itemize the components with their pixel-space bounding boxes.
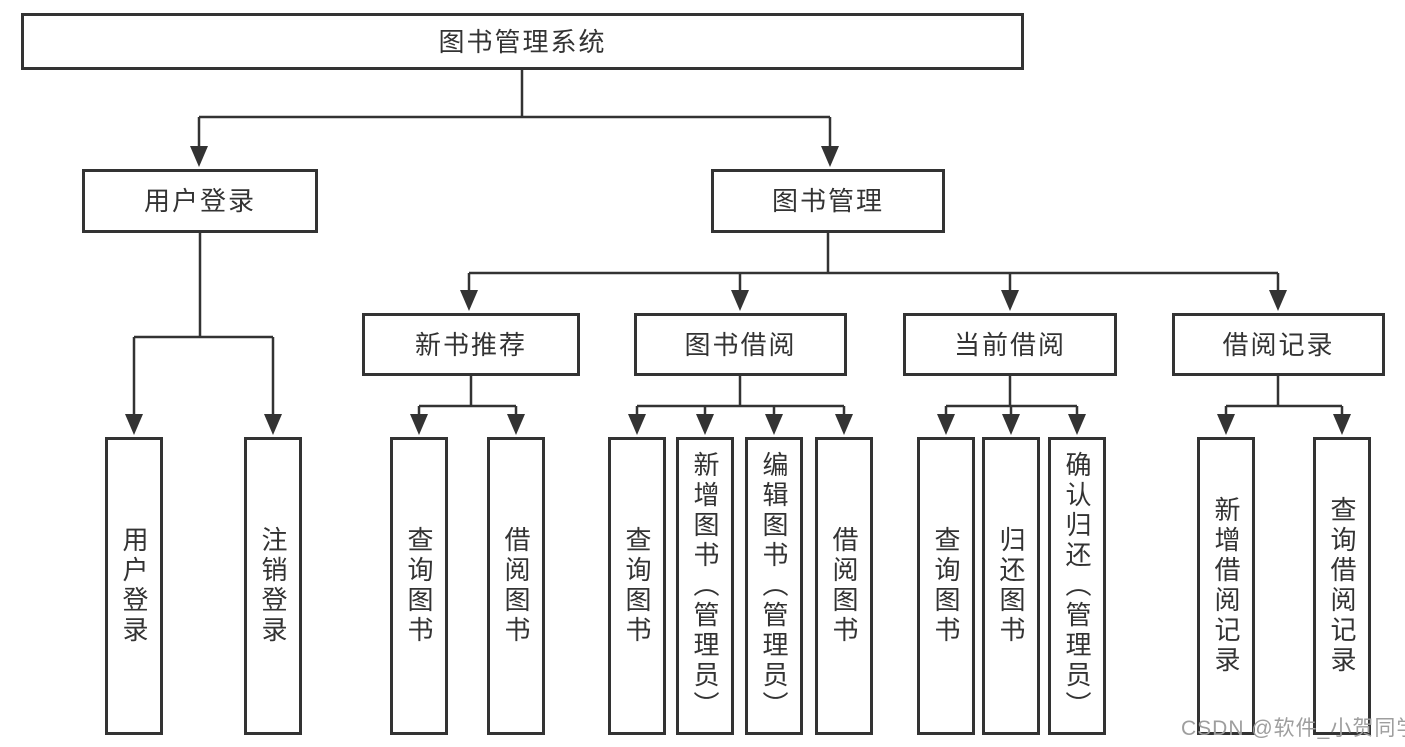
node-user-login: 用户登录 bbox=[82, 169, 318, 233]
leaf-add-books-admin-label: 新增图书（管理员） bbox=[690, 451, 720, 721]
leaf-user-login: 用户登录 bbox=[105, 437, 163, 735]
node-current-borrowing-label: 当前借阅 bbox=[953, 329, 1066, 360]
leaf-current-query-books-label: 查询图书 bbox=[931, 526, 961, 646]
node-new-book-recommend-label: 新书推荐 bbox=[414, 329, 527, 360]
leaf-confirm-return-admin: 确认归还（管理员） bbox=[1048, 437, 1106, 735]
leaf-recommend-borrow-books-label: 借阅图书 bbox=[501, 526, 531, 646]
leaf-borrow-books-label: 借阅图书 bbox=[829, 526, 859, 646]
node-book-management: 图书管理 bbox=[711, 169, 945, 233]
leaf-borrowing-query-books-label: 查询图书 bbox=[622, 526, 652, 646]
leaf-recommend-query-books: 查询图书 bbox=[390, 437, 448, 735]
node-new-book-recommend: 新书推荐 bbox=[362, 313, 580, 376]
node-user-login-label: 用户登录 bbox=[143, 186, 256, 216]
leaf-confirm-return-admin-label: 确认归还（管理员） bbox=[1062, 451, 1092, 721]
leaf-return-books-label: 归还图书 bbox=[996, 526, 1026, 646]
leaf-return-books: 归还图书 bbox=[982, 437, 1040, 735]
node-root-system: 图书管理系统 bbox=[21, 13, 1024, 70]
leaf-add-borrow-record: 新增借阅记录 bbox=[1197, 437, 1255, 735]
leaf-borrowing-query-books: 查询图书 bbox=[608, 437, 666, 735]
node-book-borrowing: 图书借阅 bbox=[634, 313, 847, 376]
node-borrowing-records: 借阅记录 bbox=[1172, 313, 1385, 376]
csdn-watermark: CSDN @软件_小贺同学 bbox=[1181, 717, 1405, 740]
leaf-query-borrow-record: 查询借阅记录 bbox=[1313, 437, 1371, 735]
node-current-borrowing: 当前借阅 bbox=[903, 313, 1117, 376]
leaf-logout-label: 注销登录 bbox=[258, 526, 288, 646]
leaf-query-borrow-record-label: 查询借阅记录 bbox=[1327, 496, 1357, 676]
elbow-connectors bbox=[132, 70, 1344, 419]
node-root-label: 图书管理系统 bbox=[438, 26, 607, 57]
leaf-user-login-label: 用户登录 bbox=[119, 526, 149, 646]
leaf-edit-books-admin: 编辑图书（管理员） bbox=[745, 437, 803, 735]
arrowhead-icons bbox=[125, 146, 1351, 435]
leaf-edit-books-admin-label: 编辑图书（管理员） bbox=[759, 451, 789, 721]
node-book-borrowing-label: 图书借阅 bbox=[684, 329, 797, 360]
node-book-management-label: 图书管理 bbox=[771, 186, 884, 216]
leaf-borrow-books: 借阅图书 bbox=[815, 437, 873, 735]
leaf-recommend-query-books-label: 查询图书 bbox=[404, 526, 434, 646]
leaf-add-borrow-record-label: 新增借阅记录 bbox=[1211, 496, 1241, 676]
node-borrowing-records-label: 借阅记录 bbox=[1222, 329, 1335, 360]
leaf-current-query-books: 查询图书 bbox=[917, 437, 975, 735]
leaf-recommend-borrow-books: 借阅图书 bbox=[487, 437, 545, 735]
leaf-logout: 注销登录 bbox=[244, 437, 302, 735]
leaf-add-books-admin: 新增图书（管理员） bbox=[676, 437, 734, 735]
